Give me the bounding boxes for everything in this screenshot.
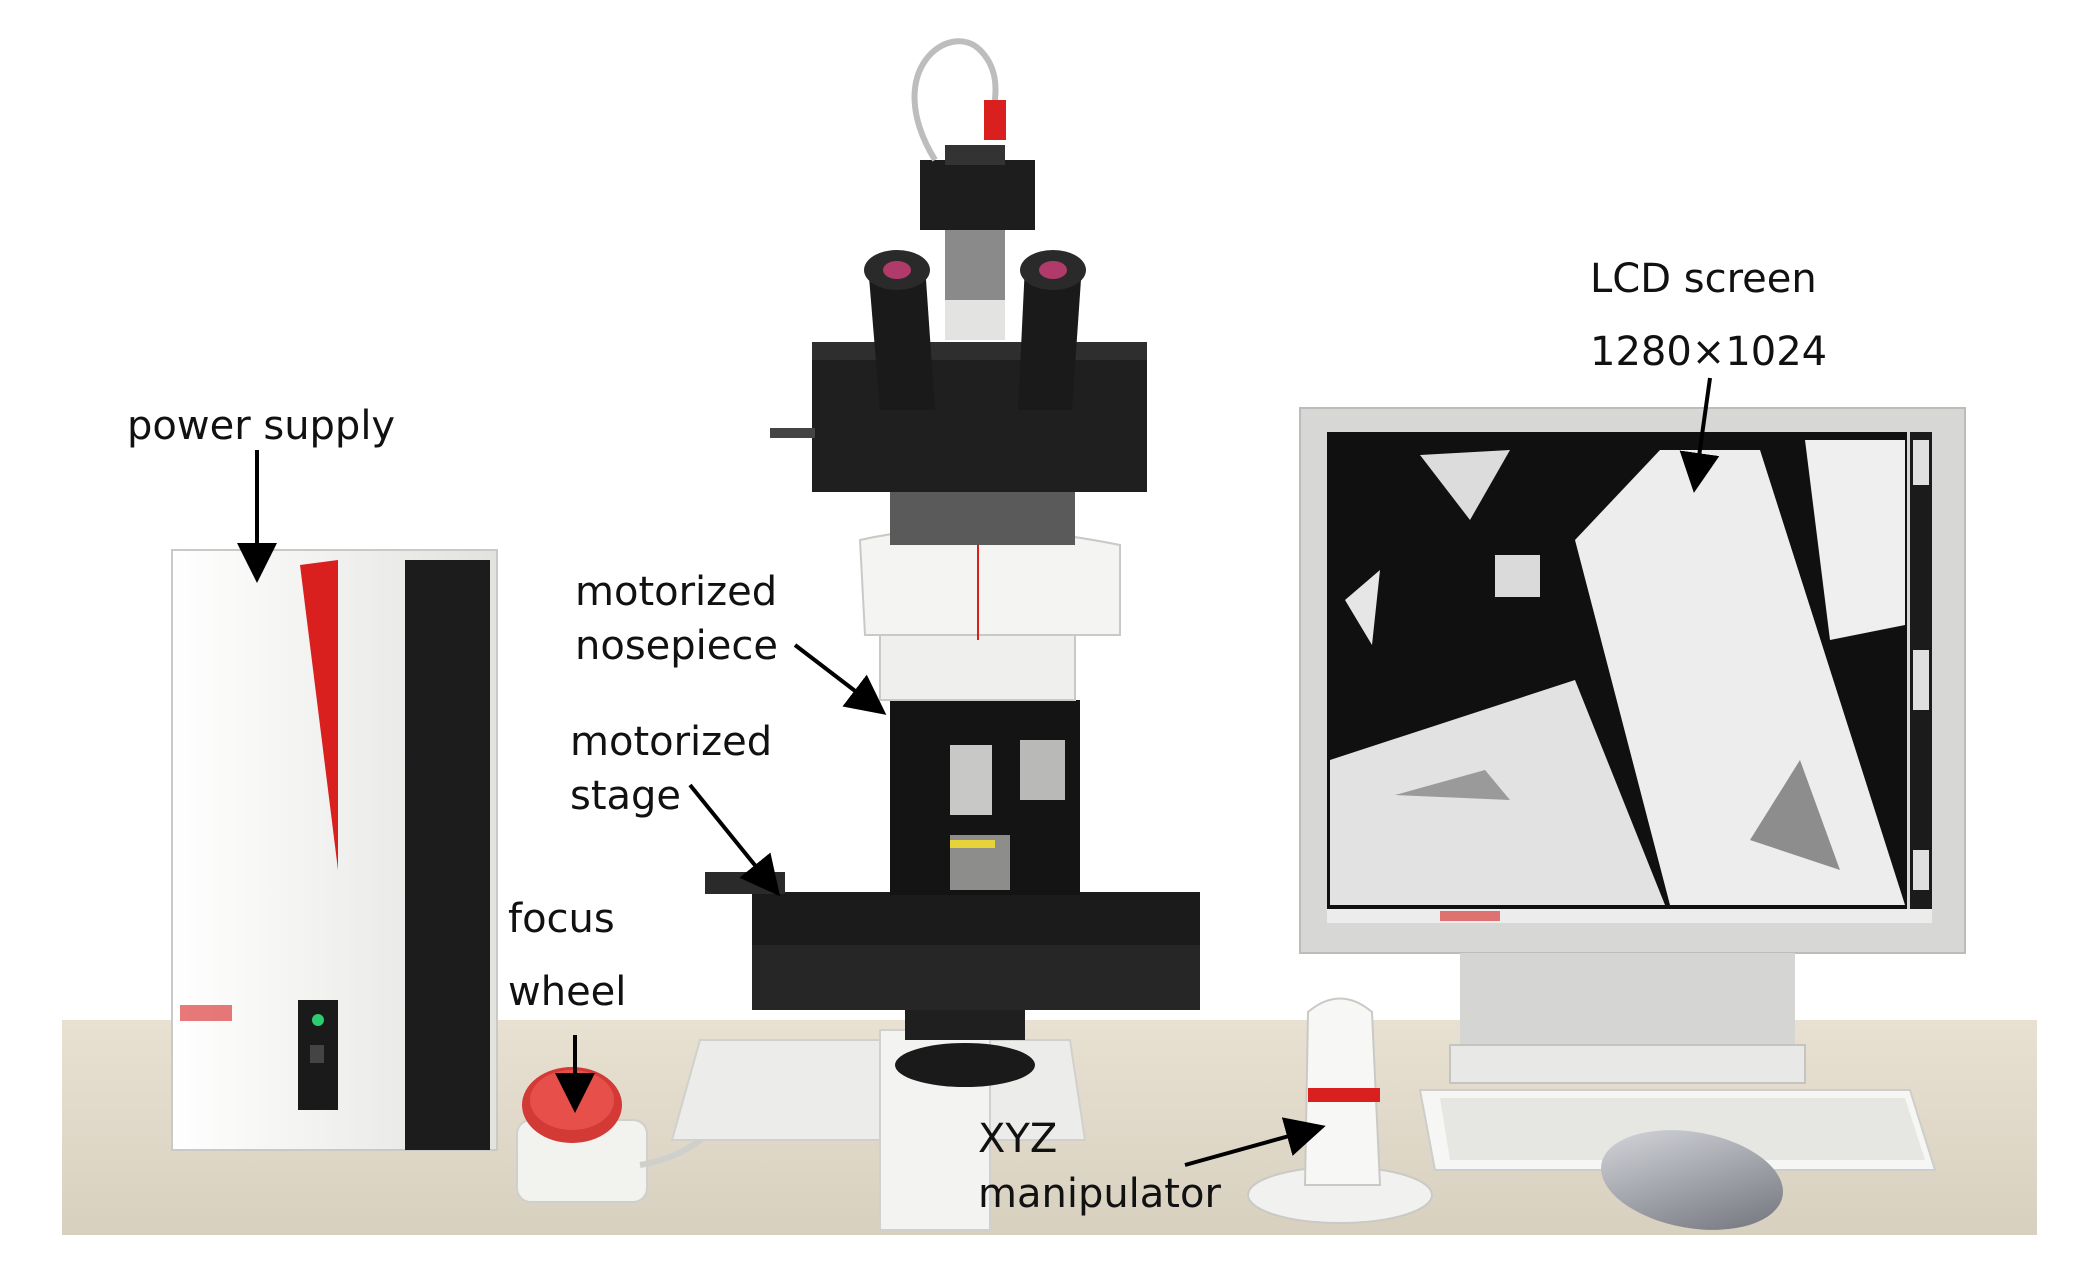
lcd-screen-arrow — [1679, 377, 1720, 493]
stage-arrow — [688, 783, 781, 897]
lcd-monitor — [1299, 407, 1966, 1084]
mouse — [1601, 1130, 1783, 1230]
focus-wheel-label-line1: focus — [508, 896, 615, 942]
power-supply-label: power supply — [127, 403, 396, 449]
lcd-screen-label: LCD screen — [1590, 256, 1817, 302]
xyz-manipulator-label-line1: XYZ — [978, 1116, 1058, 1162]
xyz-manipulator-arrow — [1184, 1117, 1326, 1167]
nosepiece-label-line1: motorized — [575, 569, 778, 615]
power-supply-unit — [171, 549, 498, 1151]
focus-wheel-label-line2: wheel — [508, 969, 627, 1015]
lcd-resolution-label: 1280×1024 — [1590, 329, 1828, 375]
stage-label-line1: motorized — [570, 719, 773, 765]
keyboard — [1418, 1089, 1937, 1171]
microscope — [670, 38, 1200, 1231]
nosepiece-label-line2: nosepiece — [575, 623, 778, 669]
nosepiece-arrow — [793, 643, 887, 715]
stage-label-line2: stage — [570, 773, 682, 819]
xyz-manipulator-label-line2: manipulator — [978, 1171, 1221, 1217]
